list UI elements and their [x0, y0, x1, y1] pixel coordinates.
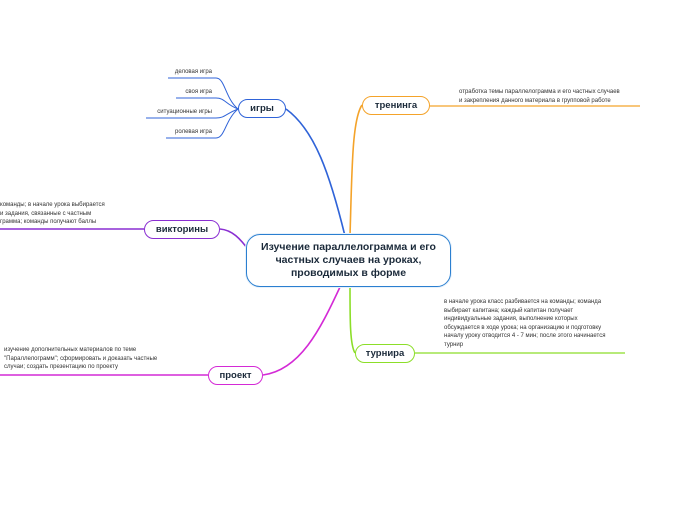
branch-turnira	[349, 286, 356, 354]
turnira-description[interactable]: в начале урока класс разбивается на кома…	[444, 299, 606, 348]
branch-igry-leaf-4	[166, 108, 239, 139]
topic-treninga[interactable]: тренинга	[362, 96, 430, 115]
branch-igry-leaf-1	[168, 77, 239, 110]
leaf-igry-2[interactable]: своя игра	[185, 89, 212, 95]
viktoriny-description[interactable]: команды; в начале урока выбирается и зад…	[0, 202, 105, 225]
branch-igry-leaf-3	[146, 108, 239, 119]
branch-proekt	[262, 286, 341, 376]
topic-proekt[interactable]: проект	[208, 366, 263, 385]
leaf-igry-1[interactable]: деловая игра	[174, 69, 212, 75]
branch-igry-leaf-2	[176, 97, 239, 110]
topic-igry[interactable]: игры	[238, 99, 286, 118]
proekt-description[interactable]: изучение дополнительных материалов по те…	[4, 347, 158, 370]
topic-viktoriny[interactable]: викторины	[144, 220, 220, 239]
leaf-igry-3[interactable]: ситуационные игры	[157, 109, 212, 115]
central-topic[interactable]: Изучение параллелограмма и его частных с…	[246, 234, 451, 287]
leaf-igry-4[interactable]: ролевая игра	[175, 129, 212, 135]
branch-igry	[285, 108, 346, 237]
topic-turnira[interactable]: турнира	[355, 344, 415, 363]
branch-treninga	[349, 104, 363, 237]
treninga-description[interactable]: отработка темы параллелограмма и его час…	[459, 89, 620, 104]
